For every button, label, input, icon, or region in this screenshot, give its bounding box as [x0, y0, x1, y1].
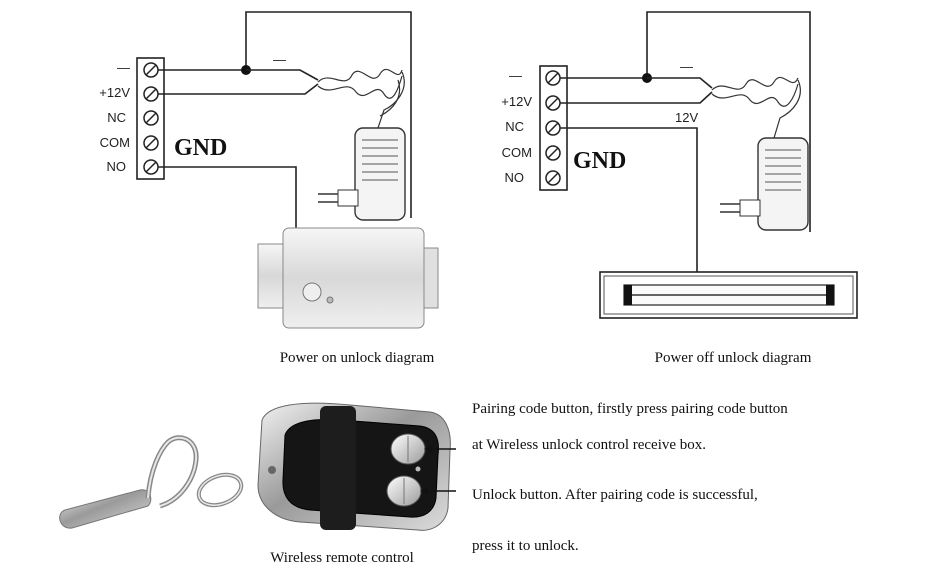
unlock-button[interactable]	[386, 475, 422, 507]
remote-notes: Pairing code button, firstly press pairi…	[472, 401, 788, 554]
terminal-label-minus: —	[509, 68, 522, 83]
note-line: Pairing code button, firstly press pairi…	[472, 401, 788, 417]
terminal-label-nc: NC	[107, 110, 126, 125]
wiring	[158, 11, 412, 228]
key-ring	[59, 435, 244, 529]
screw-terminal	[143, 62, 159, 78]
wire-label-voltage: 12V	[675, 110, 698, 125]
screw-terminal	[545, 95, 561, 111]
screw-terminal	[545, 120, 561, 136]
terminal-block	[539, 65, 568, 191]
screw-terminal	[545, 70, 561, 86]
screw-terminal	[143, 110, 159, 126]
wire-label-minus: —	[680, 59, 693, 74]
screw-terminal	[545, 170, 561, 186]
terminal-block	[136, 57, 165, 180]
terminal-label-com: COM	[502, 145, 532, 160]
note-line: at Wireless unlock control receive box.	[472, 437, 706, 453]
power-adapter	[720, 137, 809, 231]
indicator-led	[415, 466, 421, 472]
power-off-unlock-diagram: — +12V NC COM NO GND — 12V	[501, 11, 858, 366]
wire-label-minus: —	[273, 52, 286, 67]
note-line: Unlock button. After pairing code is suc…	[472, 487, 758, 503]
screw-terminal	[143, 86, 159, 102]
magnetic-lock	[599, 271, 858, 319]
terminal-label-12v: +12V	[501, 94, 532, 109]
remote-body	[257, 402, 451, 531]
terminal-label-minus: —	[117, 60, 130, 75]
power-on-unlock-diagram: — +12V NC COM NO GND —	[99, 11, 439, 366]
caption-remote: Wireless remote control	[270, 550, 414, 566]
wireless-remote: Wireless remote control	[59, 402, 456, 566]
screw-terminal	[143, 135, 159, 151]
terminal-label-com: COM	[100, 135, 130, 150]
caption-power-on: Power on unlock diagram	[280, 350, 435, 366]
caption-power-off: Power off unlock diagram	[655, 350, 812, 366]
pointer-arrow	[424, 445, 456, 453]
electric-lock	[257, 227, 439, 329]
terminal-label-no: NO	[505, 170, 525, 185]
pairing-code-button[interactable]	[390, 433, 426, 465]
power-adapter	[318, 127, 406, 221]
pointer-arrow	[420, 487, 456, 495]
screw-terminal	[143, 159, 159, 175]
note-line: press it to unlock.	[472, 538, 579, 554]
terminal-label-no: NO	[107, 159, 127, 174]
terminal-label-12v: +12V	[99, 85, 130, 100]
screw-terminal	[545, 145, 561, 161]
terminal-label-nc: NC	[505, 119, 524, 134]
gnd-label: GND	[174, 135, 227, 161]
gnd-label: GND	[573, 148, 626, 174]
wiring	[560, 11, 811, 272]
